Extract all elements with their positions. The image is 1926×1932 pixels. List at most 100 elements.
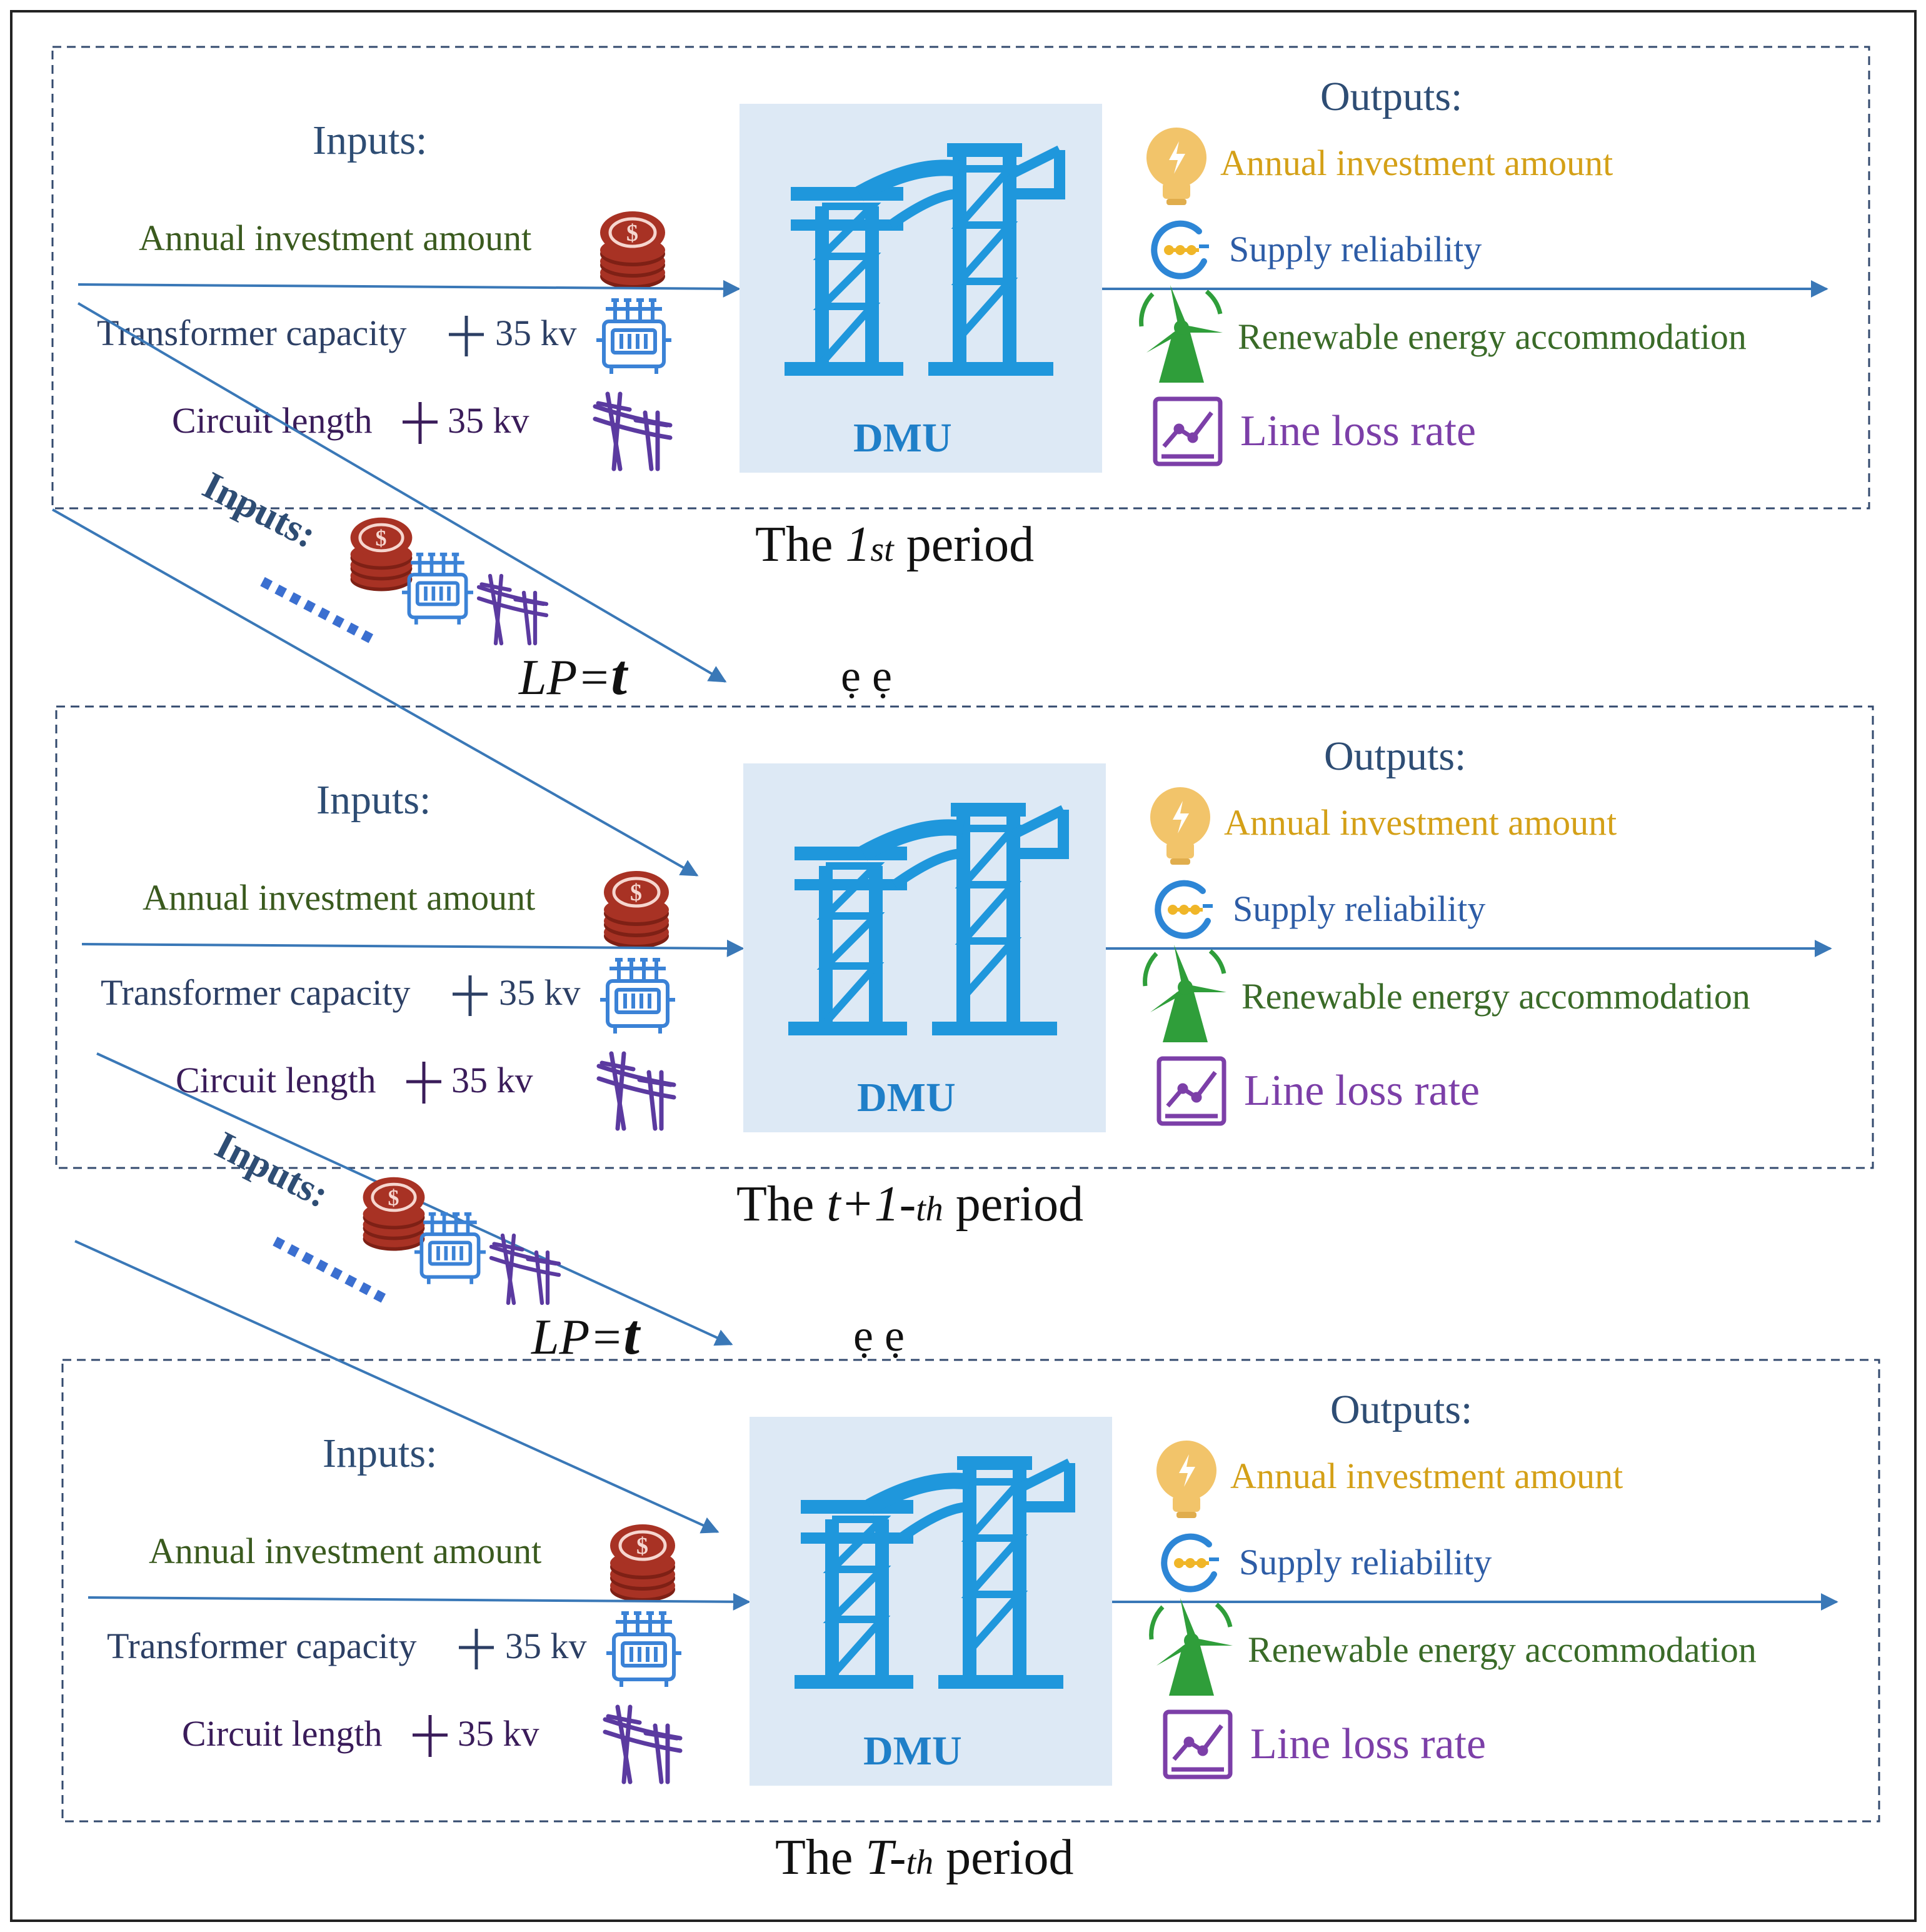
dmu-label: DMU [857, 1075, 956, 1120]
period-label-pre: The [755, 517, 845, 572]
lp-prefix: LP= [531, 1310, 623, 1365]
delta-symbol [403, 402, 438, 444]
inputs-heading: Inputs: [323, 1431, 437, 1476]
power-line-icon [596, 1051, 676, 1131]
period-label-post: period [933, 1830, 1073, 1885]
period-label-post: period [943, 1177, 1083, 1232]
line-chart-icon [1163, 1709, 1233, 1779]
svg-text:$: $ [376, 525, 387, 550]
period-label-post: period [894, 517, 1034, 572]
input-annual-investment: Annual investment amount [139, 218, 531, 258]
period-label-sub: th [916, 1190, 943, 1229]
wind-turbine-icon [1139, 285, 1223, 383]
delta-symbol [453, 975, 488, 1016]
carryover-arrow [52, 508, 699, 877]
transformer-icon [596, 298, 671, 374]
lp-label: LP=t [531, 1302, 641, 1366]
period-panel-2: Inputs: Annual investment amount $ Transfor… [55, 705, 1874, 1232]
output-line-loss-rate: Line loss rate [1244, 1067, 1480, 1115]
transmission-tower-icon [785, 143, 1065, 376]
line-chart-icon [1156, 1056, 1226, 1126]
delta-symbol [413, 1715, 448, 1757]
input-arrow [88, 1592, 751, 1611]
output-annual-investment: Annual investment amount [1230, 1456, 1623, 1496]
panel-border [61, 1359, 1880, 1823]
vertical-ellipsis: ẹ ẹ [841, 651, 892, 701]
inputs-heading: Inputs: [313, 118, 427, 163]
transmission-tower-icon [788, 803, 1069, 1035]
coin-stack-icon: $ [363, 1177, 425, 1251]
carryover-arrow [77, 302, 727, 683]
input-transformer-capacity: Transformer capacity [97, 313, 407, 353]
period-label-pre: The [736, 1177, 826, 1232]
period-label-sub: th [906, 1843, 934, 1882]
delta-symbol [406, 1062, 441, 1104]
transformer-voltage: 35 kv [495, 313, 577, 353]
coin-stack-icon: $ [600, 211, 665, 289]
lp-t: t [611, 643, 628, 707]
panel-border [55, 705, 1874, 1169]
power-line-icon [489, 1233, 561, 1306]
period-panel-1: Inputs: Annual investment amount $ Transfor… [51, 46, 1870, 572]
svg-text:$: $ [388, 1185, 399, 1210]
coin-stack-icon: $ [604, 871, 669, 948]
output-supply-reliability: Supply reliability [1239, 1542, 1492, 1582]
period-label: The t+1-th period [736, 1177, 1083, 1232]
power-line-icon [593, 391, 673, 471]
input-circuit-length: Circuit length [182, 1713, 383, 1754]
output-annual-investment: Annual investment amount [1224, 802, 1617, 843]
power-line-icon [476, 573, 549, 646]
delta-symbol [449, 316, 484, 356]
period-label-sub: st [870, 530, 895, 569]
transformer-voltage: 35 kv [505, 1626, 587, 1666]
period-label: The T-th period [775, 1830, 1074, 1885]
circuit-voltage: 35 kv [458, 1713, 539, 1754]
inputs-heading: Inputs: [316, 777, 431, 823]
ellipsis-dots [273, 1236, 390, 1306]
circuit-voltage: 35 kv [448, 400, 529, 441]
input-circuit-length: Circuit length [172, 400, 373, 441]
carryover-arrow [74, 1240, 720, 1534]
panels-layer: Inputs: Annual investment amount $ Transfor… [51, 46, 1880, 1885]
vertical-ellipsis: ẹ ẹ [853, 1311, 905, 1361]
light-bulb-icon [1156, 1441, 1216, 1518]
wind-turbine-icon [1149, 1598, 1233, 1696]
input-annual-investment: Annual investment amount [143, 877, 535, 918]
input-transformer-capacity: Transformer capacity [101, 972, 411, 1013]
dmu-label: DMU [853, 415, 952, 461]
panel-border [51, 46, 1870, 510]
svg-text:$: $ [636, 1533, 648, 1559]
outer-frame [10, 10, 1917, 1922]
light-bulb-icon [1146, 128, 1206, 205]
lp-t: t [623, 1302, 641, 1366]
delta-symbol [459, 1629, 494, 1669]
period-label-italic: t+1- [826, 1177, 916, 1232]
input-arrow [81, 939, 745, 957]
dmu-label: DMU [863, 1728, 962, 1774]
transformer-icon [401, 552, 474, 625]
circuit-voltage: 35 kv [451, 1060, 533, 1100]
output-annual-investment: Annual investment amount [1220, 143, 1613, 183]
reliability-gauge-icon [1151, 220, 1209, 279]
output-renewable-energy: Renewable energy accommodation [1238, 316, 1747, 357]
reliability-gauge-icon [1155, 880, 1213, 939]
transformer-icon [600, 958, 675, 1034]
period-panel-3: Inputs:Annual investment amount$Transfor… [61, 1359, 1880, 1885]
reliability-gauge-icon [1161, 1533, 1219, 1592]
output-renewable-energy: Renewable energy accommodation [1241, 976, 1750, 1017]
ellipsis-dots [260, 576, 378, 646]
outputs-heading: Outputs: [1320, 74, 1462, 119]
output-line-loss-rate: Line loss rate [1250, 1720, 1486, 1768]
period-label-pre: The [775, 1830, 865, 1885]
line-chart-icon [1153, 396, 1223, 466]
output-supply-reliability: Supply reliability [1233, 888, 1485, 929]
output-line-loss-rate: Line loss rate [1240, 407, 1476, 455]
transmission-tower-icon [795, 1456, 1075, 1689]
wind-turbine-icon [1143, 945, 1226, 1042]
output-supply-reliability: Supply reliability [1229, 229, 1482, 269]
svg-text:$: $ [626, 220, 638, 246]
period-label: The 1st period [755, 517, 1034, 572]
